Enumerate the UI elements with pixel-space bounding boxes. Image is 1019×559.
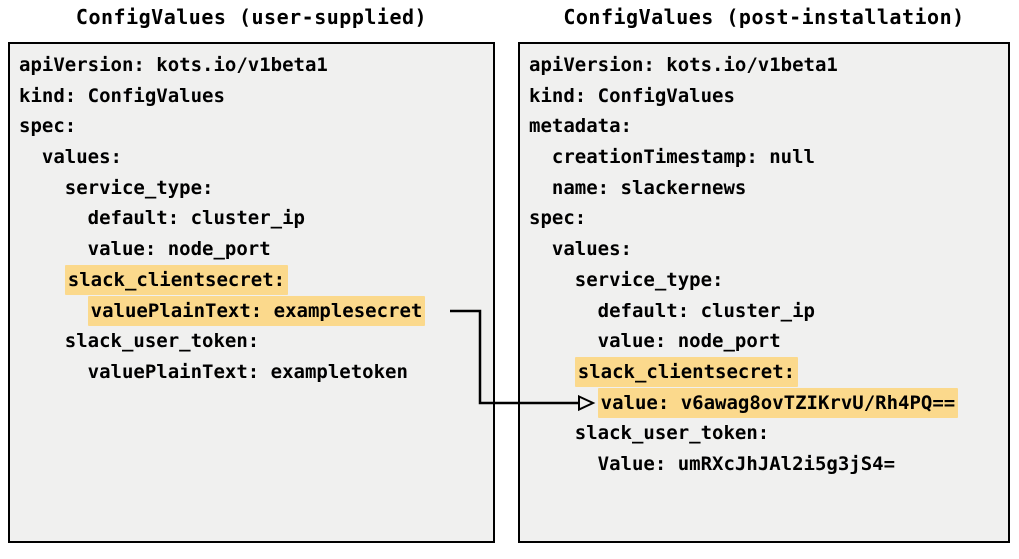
code-line: value: node_port bbox=[19, 234, 493, 265]
code-line: valuePlainText: exampletoken bbox=[19, 357, 493, 388]
code-text: default: cluster_ip bbox=[597, 299, 815, 322]
indent bbox=[529, 300, 598, 322]
code-text: creationTimestamp: null bbox=[551, 146, 815, 169]
code-line: spec: bbox=[529, 203, 1008, 234]
indent bbox=[529, 422, 575, 444]
user-supplied-config-panel: apiVersion: kots.io/v1beta1 kind: ConfigV… bbox=[8, 42, 495, 543]
code-line: kind: ConfigValues bbox=[529, 81, 1008, 112]
highlighted-code-text: slack_clientsecret: bbox=[64, 264, 289, 295]
indent bbox=[529, 177, 552, 199]
code-line: values: bbox=[19, 142, 493, 173]
code-line: service_type: bbox=[529, 265, 1008, 296]
indent bbox=[19, 361, 88, 383]
indent bbox=[529, 238, 552, 260]
indent bbox=[529, 330, 598, 352]
code-line: service_type: bbox=[19, 173, 493, 204]
code-line: default: cluster_ip bbox=[19, 203, 493, 234]
code-line: metadata: bbox=[529, 111, 1008, 142]
indent bbox=[529, 361, 575, 383]
indent bbox=[529, 269, 575, 291]
code-line: kind: ConfigValues bbox=[19, 81, 493, 112]
indent bbox=[19, 207, 88, 229]
highlighted-code-text: valuePlainText: examplesecret bbox=[87, 295, 426, 326]
indent bbox=[19, 177, 65, 199]
indent bbox=[19, 146, 42, 168]
code-line: apiVersion: kots.io/v1beta1 bbox=[529, 50, 1008, 81]
code-line: value: v6awag8ovTZIKrvU/Rh4PQ== bbox=[529, 387, 1008, 419]
code-text: slack_user_token: bbox=[64, 330, 260, 353]
code-text: valuePlainText: exampletoken bbox=[87, 360, 408, 383]
left-panel-title: ConfigValues (user-supplied) bbox=[75, 5, 428, 29]
indent bbox=[19, 300, 88, 322]
code-line: apiVersion: kots.io/v1beta1 bbox=[19, 50, 493, 81]
right-panel-title: ConfigValues (post-installation) bbox=[563, 5, 965, 29]
code-text: metadata: bbox=[529, 115, 632, 138]
code-text: kind: ConfigValues bbox=[19, 84, 225, 107]
user-supplied-yaml-code: apiVersion: kots.io/v1beta1 kind: ConfigV… bbox=[10, 44, 493, 388]
code-text: values: bbox=[41, 146, 122, 169]
code-line: Value: umRXcJhJAl2i5g3jS4= bbox=[529, 449, 1008, 480]
highlighted-code-text: value: v6awag8ovTZIKrvU/Rh4PQ== bbox=[597, 387, 959, 418]
code-text: kind: ConfigValues bbox=[529, 84, 735, 107]
code-text: value: node_port bbox=[87, 238, 271, 261]
code-text: slack_user_token: bbox=[574, 422, 770, 445]
code-line: value: node_port bbox=[529, 326, 1008, 357]
code-text: default: cluster_ip bbox=[87, 207, 305, 230]
code-text: Value: umRXcJhJAl2i5g3jS4= bbox=[597, 452, 896, 475]
indent bbox=[19, 238, 88, 260]
code-line: slack_clientsecret: bbox=[19, 264, 493, 296]
code-text: name: slackernews bbox=[551, 176, 747, 199]
highlighted-code-text: slack_clientsecret: bbox=[574, 356, 799, 387]
code-line: spec: bbox=[19, 111, 493, 142]
code-line: creationTimestamp: null bbox=[529, 142, 1008, 173]
code-line: values: bbox=[529, 234, 1008, 265]
code-line: slack_clientsecret: bbox=[529, 356, 1008, 388]
code-text: apiVersion: kots.io/v1beta1 bbox=[529, 54, 838, 76]
post-installation-yaml-code: apiVersion: kots.io/v1beta1 kind: ConfigV… bbox=[520, 44, 1008, 480]
code-text: value: node_port bbox=[597, 330, 781, 353]
indent bbox=[529, 453, 598, 475]
code-text: service_type: bbox=[64, 176, 214, 199]
code-text: values: bbox=[551, 238, 632, 261]
code-text: apiVersion: kots.io/v1beta1 bbox=[19, 54, 328, 76]
post-installation-config-panel: apiVersion: kots.io/v1beta1 kind: ConfigV… bbox=[518, 42, 1010, 543]
indent bbox=[529, 392, 598, 414]
indent bbox=[529, 146, 552, 168]
code-line: default: cluster_ip bbox=[529, 296, 1008, 327]
indent bbox=[19, 330, 65, 352]
code-line: slack_user_token: bbox=[19, 326, 493, 357]
code-text: service_type: bbox=[574, 268, 724, 291]
code-text: spec: bbox=[19, 115, 77, 138]
code-text: spec: bbox=[529, 207, 587, 230]
code-line: name: slackernews bbox=[529, 173, 1008, 204]
code-line: slack_user_token: bbox=[529, 418, 1008, 449]
code-line: valuePlainText: examplesecret bbox=[19, 295, 493, 327]
indent bbox=[19, 269, 65, 291]
